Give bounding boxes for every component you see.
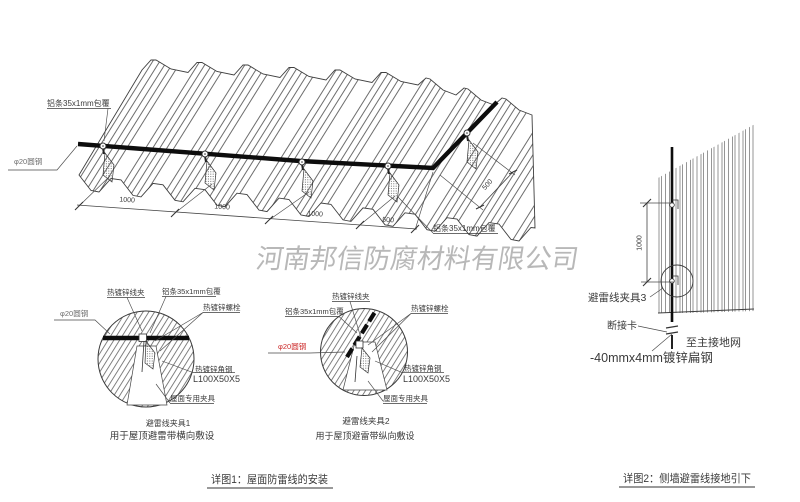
- detail1-label-angle-steel: 热镀锌角钢: [195, 364, 233, 374]
- wall-bottom-edge: [657, 308, 755, 314]
- detail1-label-round-steel: φ20圆钢: [60, 308, 88, 318]
- wall-label-flat-steel: -40mmx4mm镀锌扁钢: [590, 350, 713, 365]
- detail2-caption-sub: 用于屋顶避雷带纵向敷设: [315, 430, 414, 441]
- detail2-label-round-steel: φ20圆钢: [278, 341, 306, 351]
- wall-label-disconnect: 断接卡: [607, 319, 637, 332]
- detail2-bolt-line: [354, 355, 358, 383]
- detail2-label-wire-clip: 热镀锌线夹: [332, 291, 370, 301]
- detail1-label-bolt: 热镀锌螺栓: [203, 302, 241, 312]
- detail2-wire: [345, 310, 377, 359]
- detail2-angle-steel: [359, 347, 371, 374]
- wall-dimension: 1000: [637, 198, 674, 287]
- wall-clamp-lower: [672, 275, 679, 285]
- detail1-label-strip: 铝条35x1mm包覆: [162, 286, 221, 296]
- detail1-bolt-line: [141, 340, 145, 373]
- leader-line: [8, 145, 78, 171]
- wall-dim-label: 1000: [637, 235, 644, 251]
- detail2-caption-title: 避雷线夹具2: [342, 416, 390, 426]
- watermark-group: 河南邦信防腐材料有限公司: [254, 243, 581, 274]
- caption-detail2: 详图2：侧墙避雷线接地引下: [623, 471, 751, 485]
- detail2-label-strip: 铝条35x1mm包覆: [285, 306, 344, 316]
- label-round-steel: φ20圆钢: [14, 156, 42, 166]
- detail1-label-angle-size: L100X50X5: [193, 374, 240, 384]
- detail-2: 热镀锌线夹 铝条35x1mm包覆 热镀锌螺栓 φ20圆钢 热镀锌角钢 L100X…: [268, 291, 450, 441]
- detail-1: 热镀锌线夹 铝条35x1mm包覆 热镀锌螺栓 φ20圆钢 热镀锌角钢 L100X…: [54, 286, 241, 442]
- detail1-label-wire-clip: 热镀锌线夹: [107, 287, 145, 297]
- footer-captions: 详图1：屋面防雷线的安装 详图2：侧墙避雷线接地引下: [207, 471, 755, 489]
- detail2-label-bolt: 热镀锌螺栓: [411, 303, 449, 313]
- dim-label-3: 1000: [307, 210, 323, 218]
- watermark: 河南邦信防腐材料有限公司: [254, 243, 581, 274]
- wall-label-clamp3: 避雷线夹具3: [588, 291, 646, 304]
- detail2-label-angle-steel: 热镀锌角钢: [404, 363, 442, 373]
- wall-clamp-upper: [672, 199, 679, 209]
- dim-label-2: 1000: [214, 203, 230, 211]
- detail1-caption-title: 避雷线夹具1: [146, 418, 191, 428]
- detail1-clip: [138, 333, 147, 342]
- detail1-caption-sub: 用于屋顶避雷带横向敷设: [110, 430, 215, 442]
- detail2-label-angle-size: L100X50X5: [403, 374, 450, 384]
- dim-label-4: 500: [382, 217, 394, 225]
- detail2-label-roof-clamp: 屋面专用夹具: [383, 393, 428, 403]
- wall-ribs: [658, 124, 754, 313]
- wall-label-to-ground: 至主接地网: [686, 336, 741, 349]
- detail1-rib-profile: [126, 345, 168, 406]
- disconnect-card: [665, 325, 679, 329]
- caption-detail1: 详图1：屋面防雷线的安装: [211, 472, 328, 486]
- detail2-clip: [355, 340, 364, 349]
- wall-view: 1000 避雷线夹具3 断接卡 至主接地网 -40mmx4mm镀锌扁钢: [588, 124, 755, 365]
- dim-label-1: 1000: [119, 196, 135, 204]
- leader-line: [103, 108, 109, 142]
- roof-labels: 铝条35x1mm包覆 φ20圆钢 铝条35x1mm包覆: [8, 98, 498, 234]
- wall-clamp-detail-circle: [660, 264, 694, 298]
- detail1-angle-steel: [144, 340, 156, 370]
- label-aluminum-strip-right: 铝条35x1mm包覆: [433, 223, 496, 233]
- detail1-label-roof-clamp: 屋面专用夹具: [170, 393, 215, 403]
- label-aluminum-strip-top: 铝条35x1mm包覆: [47, 98, 110, 108]
- leader-line: [397, 196, 434, 234]
